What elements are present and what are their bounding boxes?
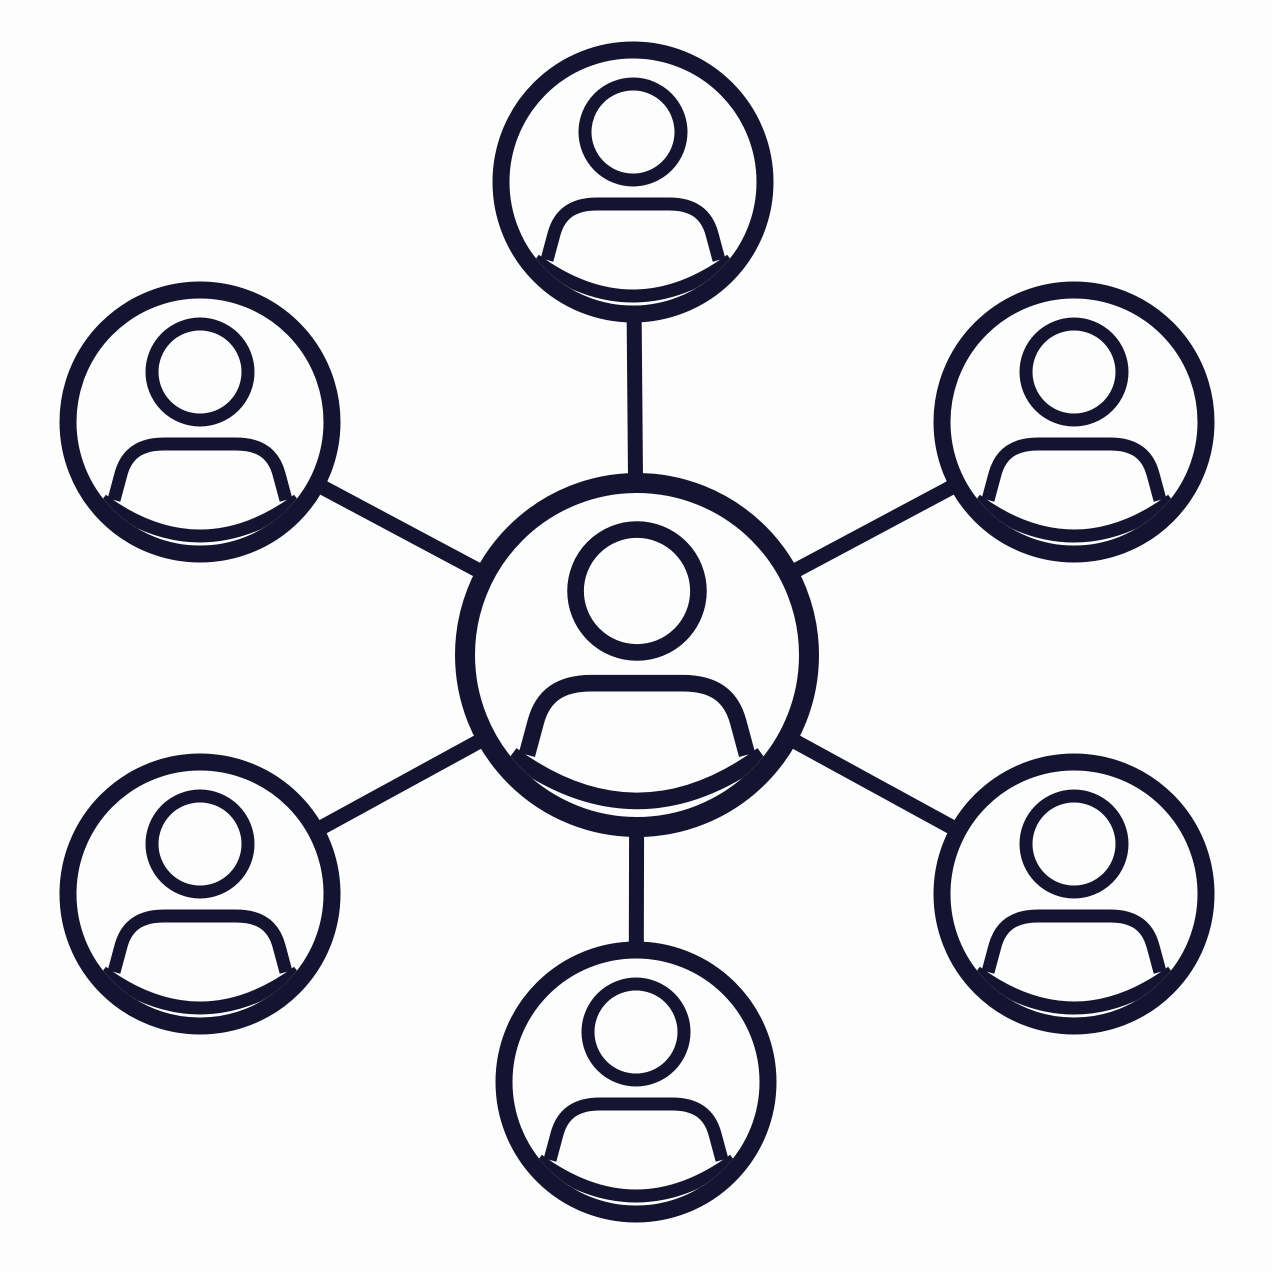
user-icon: [972, 789, 1176, 1015]
center-node: [455, 473, 819, 837]
user-icon: [531, 77, 735, 303]
node-lower-right: [933, 753, 1215, 1035]
user-icon: [98, 317, 302, 543]
user-icon: [972, 317, 1176, 543]
user-icon: [98, 789, 302, 1015]
user-icon: [506, 521, 768, 810]
node-upper-left: [59, 281, 341, 563]
node-upper-right: [933, 281, 1215, 563]
node-top: [492, 41, 774, 323]
node-lower-left: [59, 753, 341, 1035]
user-icon: [534, 977, 738, 1203]
nodes: [59, 41, 1215, 1223]
node-bottom: [495, 941, 777, 1223]
